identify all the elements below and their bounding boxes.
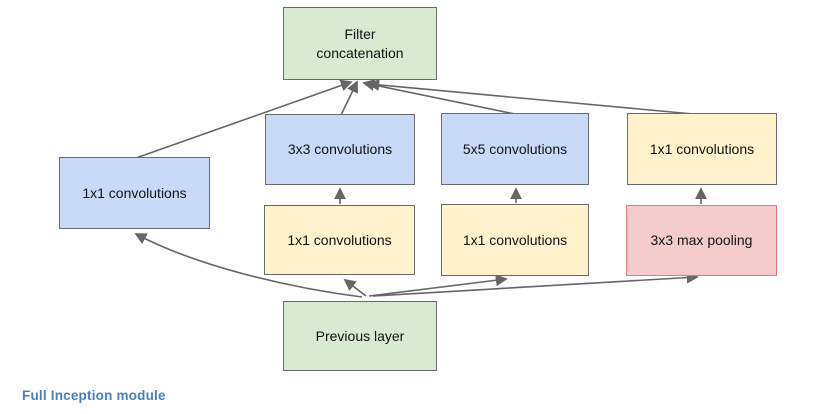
arrow-previous-to-mid1 <box>343 278 367 297</box>
arrow-conv5x5-to-concat <box>362 79 516 115</box>
node-label: Filter concatenation <box>316 25 404 61</box>
node-label: Previous layer <box>315 327 405 344</box>
node-label: 1x1 convolutions <box>462 231 568 248</box>
figure-caption: Full Inception module <box>22 388 166 403</box>
node-previous-layer: Previous layer <box>283 301 437 371</box>
arrow-conv1x1-right-to-concat <box>367 78 694 115</box>
node-label: 3x3 max pooling <box>650 232 753 249</box>
arrow-previous-to-maxpool <box>372 271 699 297</box>
arrow-conv3x3-to-concat <box>340 80 358 116</box>
node-label: 3x3 convolutions <box>287 141 393 158</box>
node-label: 1x1 convolutions <box>287 231 392 248</box>
node-1x1-convolutions-mid-left: 1x1 convolutions <box>264 205 415 275</box>
node-label: 1x1 convolutions <box>82 184 187 201</box>
node-5x5-convolutions: 5x5 convolutions <box>441 113 589 185</box>
node-1x1-convolutions-right: 1x1 convolutions <box>627 113 777 185</box>
node-label: 1x1 convolutions <box>649 140 755 157</box>
node-3x3-convolutions: 3x3 convolutions <box>265 114 415 185</box>
arrow-previous-to-mid2 <box>368 274 508 297</box>
node-filter-concatenation: Filter concatenation <box>283 7 437 80</box>
node-label: 5x5 convolutions <box>462 140 568 157</box>
node-1x1-convolutions-left: 1x1 convolutions <box>59 157 210 229</box>
node-1x1-convolutions-mid-right: 1x1 convolutions <box>441 204 589 276</box>
node-3x3-max-pooling: 3x3 max pooling <box>626 205 777 276</box>
